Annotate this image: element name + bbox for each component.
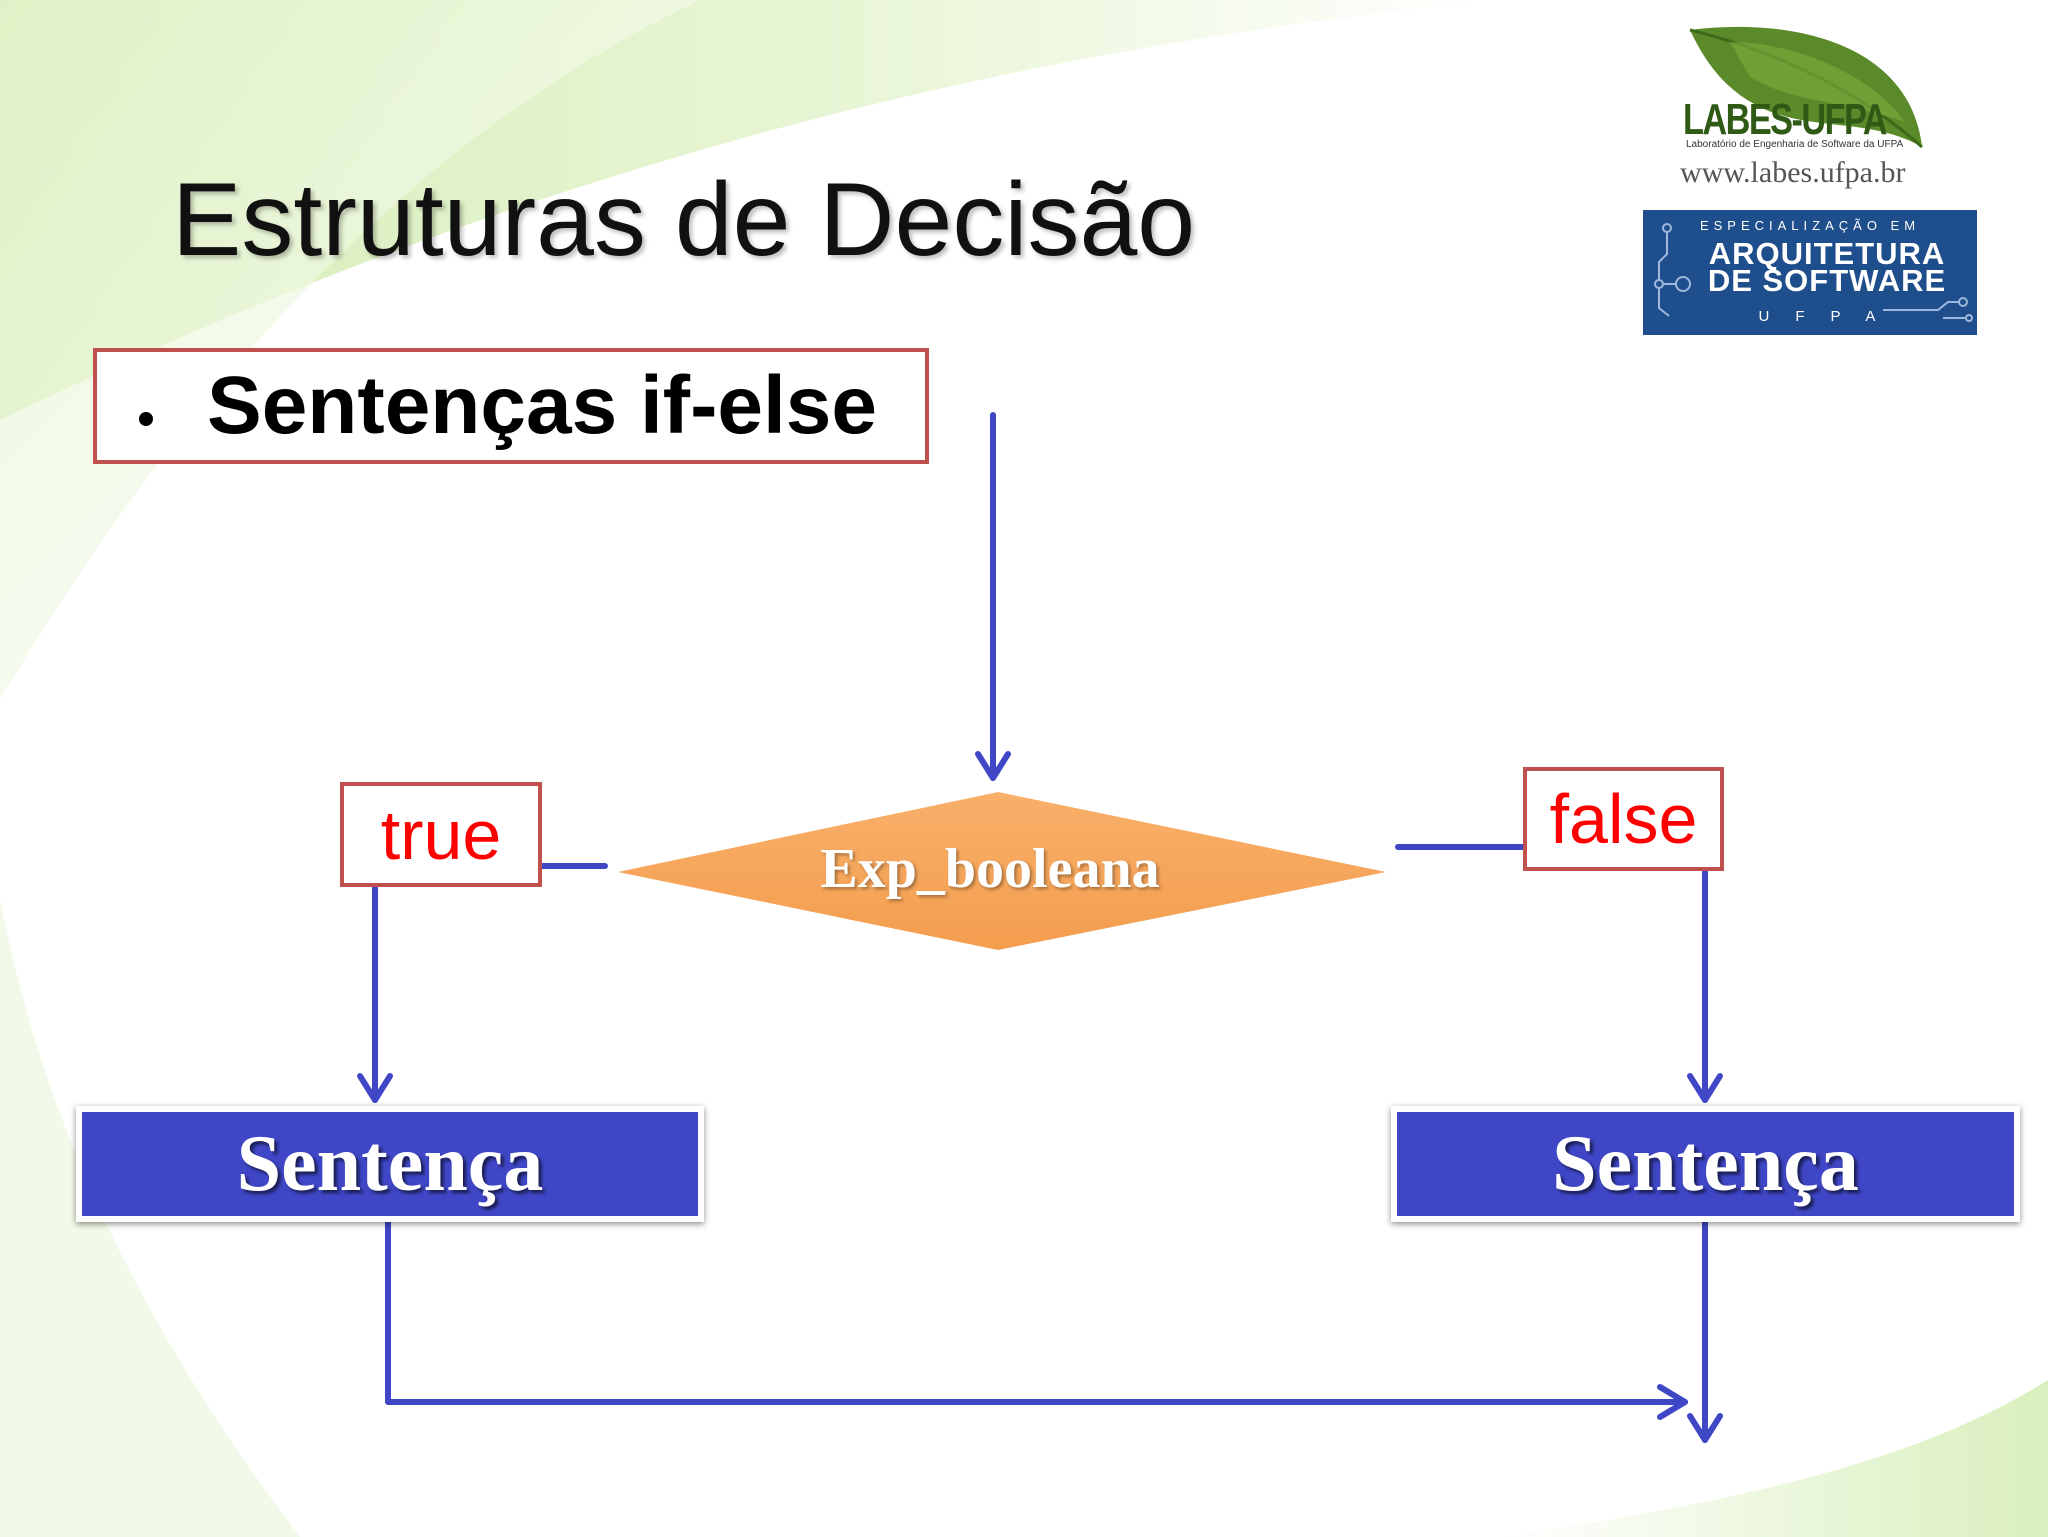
merge-arrowhead — [1657, 1384, 1688, 1420]
badge-line-1: ARQUITETURA — [1708, 236, 1946, 271]
bullet-icon — [139, 412, 153, 426]
false-statement-box: Sentença — [1391, 1106, 2020, 1222]
leaf-icon — [1689, 26, 1923, 149]
badge-bottom-text: UFPA — [1758, 308, 1902, 325]
subtitle-text: Sentenças if-else — [207, 360, 877, 451]
specialization-badge: ESPECIALIZAÇÃO EM ARQUITETURA DE SOFTWAR… — [1643, 210, 1977, 335]
true-statement-box: Sentença — [76, 1106, 704, 1222]
labes-tagline: Laboratório de Engenharia de Software da… — [1686, 139, 1904, 150]
badge-line-2: DE SOFTWARE — [1707, 263, 1947, 298]
circuit-icon — [1654, 223, 1973, 322]
decision-diamond-fill — [618, 792, 1386, 950]
subtitle-box: Sentenças if-else — [93, 348, 929, 464]
false-arrowhead — [1687, 1073, 1723, 1103]
true-label: true — [340, 782, 542, 887]
labes-logo-text: LABES-UFPA — [1683, 95, 1888, 144]
slide-title: Estruturas de Decisão — [172, 162, 1196, 278]
labes-url: www.labes.ufpa.br — [1680, 156, 1906, 189]
false-label: false — [1523, 767, 1724, 871]
true-arrowhead — [357, 1073, 393, 1103]
badge-top-text: ESPECIALIZAÇÃO EM — [1699, 218, 1921, 233]
entry-arrowhead — [975, 751, 1011, 781]
true-exit-line — [385, 1219, 1688, 1405]
exit-arrowhead — [1687, 1413, 1723, 1443]
decision-label: Exp_booleana — [820, 838, 1160, 900]
